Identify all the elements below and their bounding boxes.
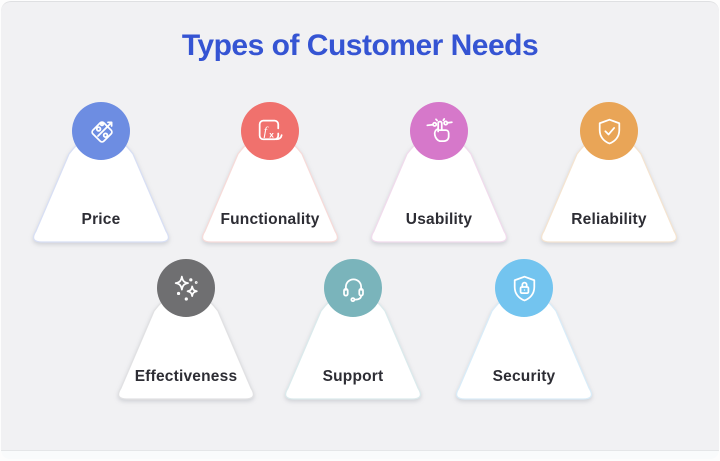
need-label: Support (322, 368, 384, 385)
sparkles-icon (174, 275, 198, 301)
price-tag-percent-icon (90, 120, 113, 143)
headset-icon (342, 278, 364, 302)
need-card: Support (273, 259, 433, 409)
need-label: Security (492, 368, 556, 385)
need-card: Security (444, 259, 604, 409)
bottom-frame-edge (1, 450, 719, 459)
shield-check-icon (598, 118, 620, 144)
need-card: Usability (359, 102, 519, 252)
shield-lock-icon (513, 275, 535, 301)
need-icon-circle: f x (241, 102, 299, 160)
need-icon-circle (324, 259, 382, 317)
need-card: Price (21, 102, 181, 252)
need-label: Reliability (571, 211, 647, 228)
need-card: Effectiveness (106, 259, 266, 409)
need-label: Effectiveness (134, 368, 238, 385)
svg-text:f: f (263, 124, 269, 138)
need-label: Price (81, 211, 121, 228)
need-label: Functionality (220, 211, 320, 228)
page-title: Types of Customer Needs (181, 29, 539, 62)
need-icon-circle (72, 102, 130, 160)
need-card: Reliability (529, 102, 689, 252)
need-icon-circle (495, 259, 553, 317)
need-icon-circle (410, 102, 468, 160)
need-icon-circle (580, 102, 638, 160)
function-fx-icon: f x (258, 119, 283, 140)
need-card: f x Functionality (190, 102, 350, 252)
need-label: Usability (405, 211, 473, 228)
tap-hand-icon (425, 117, 453, 142)
svg-text:x: x (269, 130, 274, 139)
need-icon-circle (157, 259, 215, 317)
